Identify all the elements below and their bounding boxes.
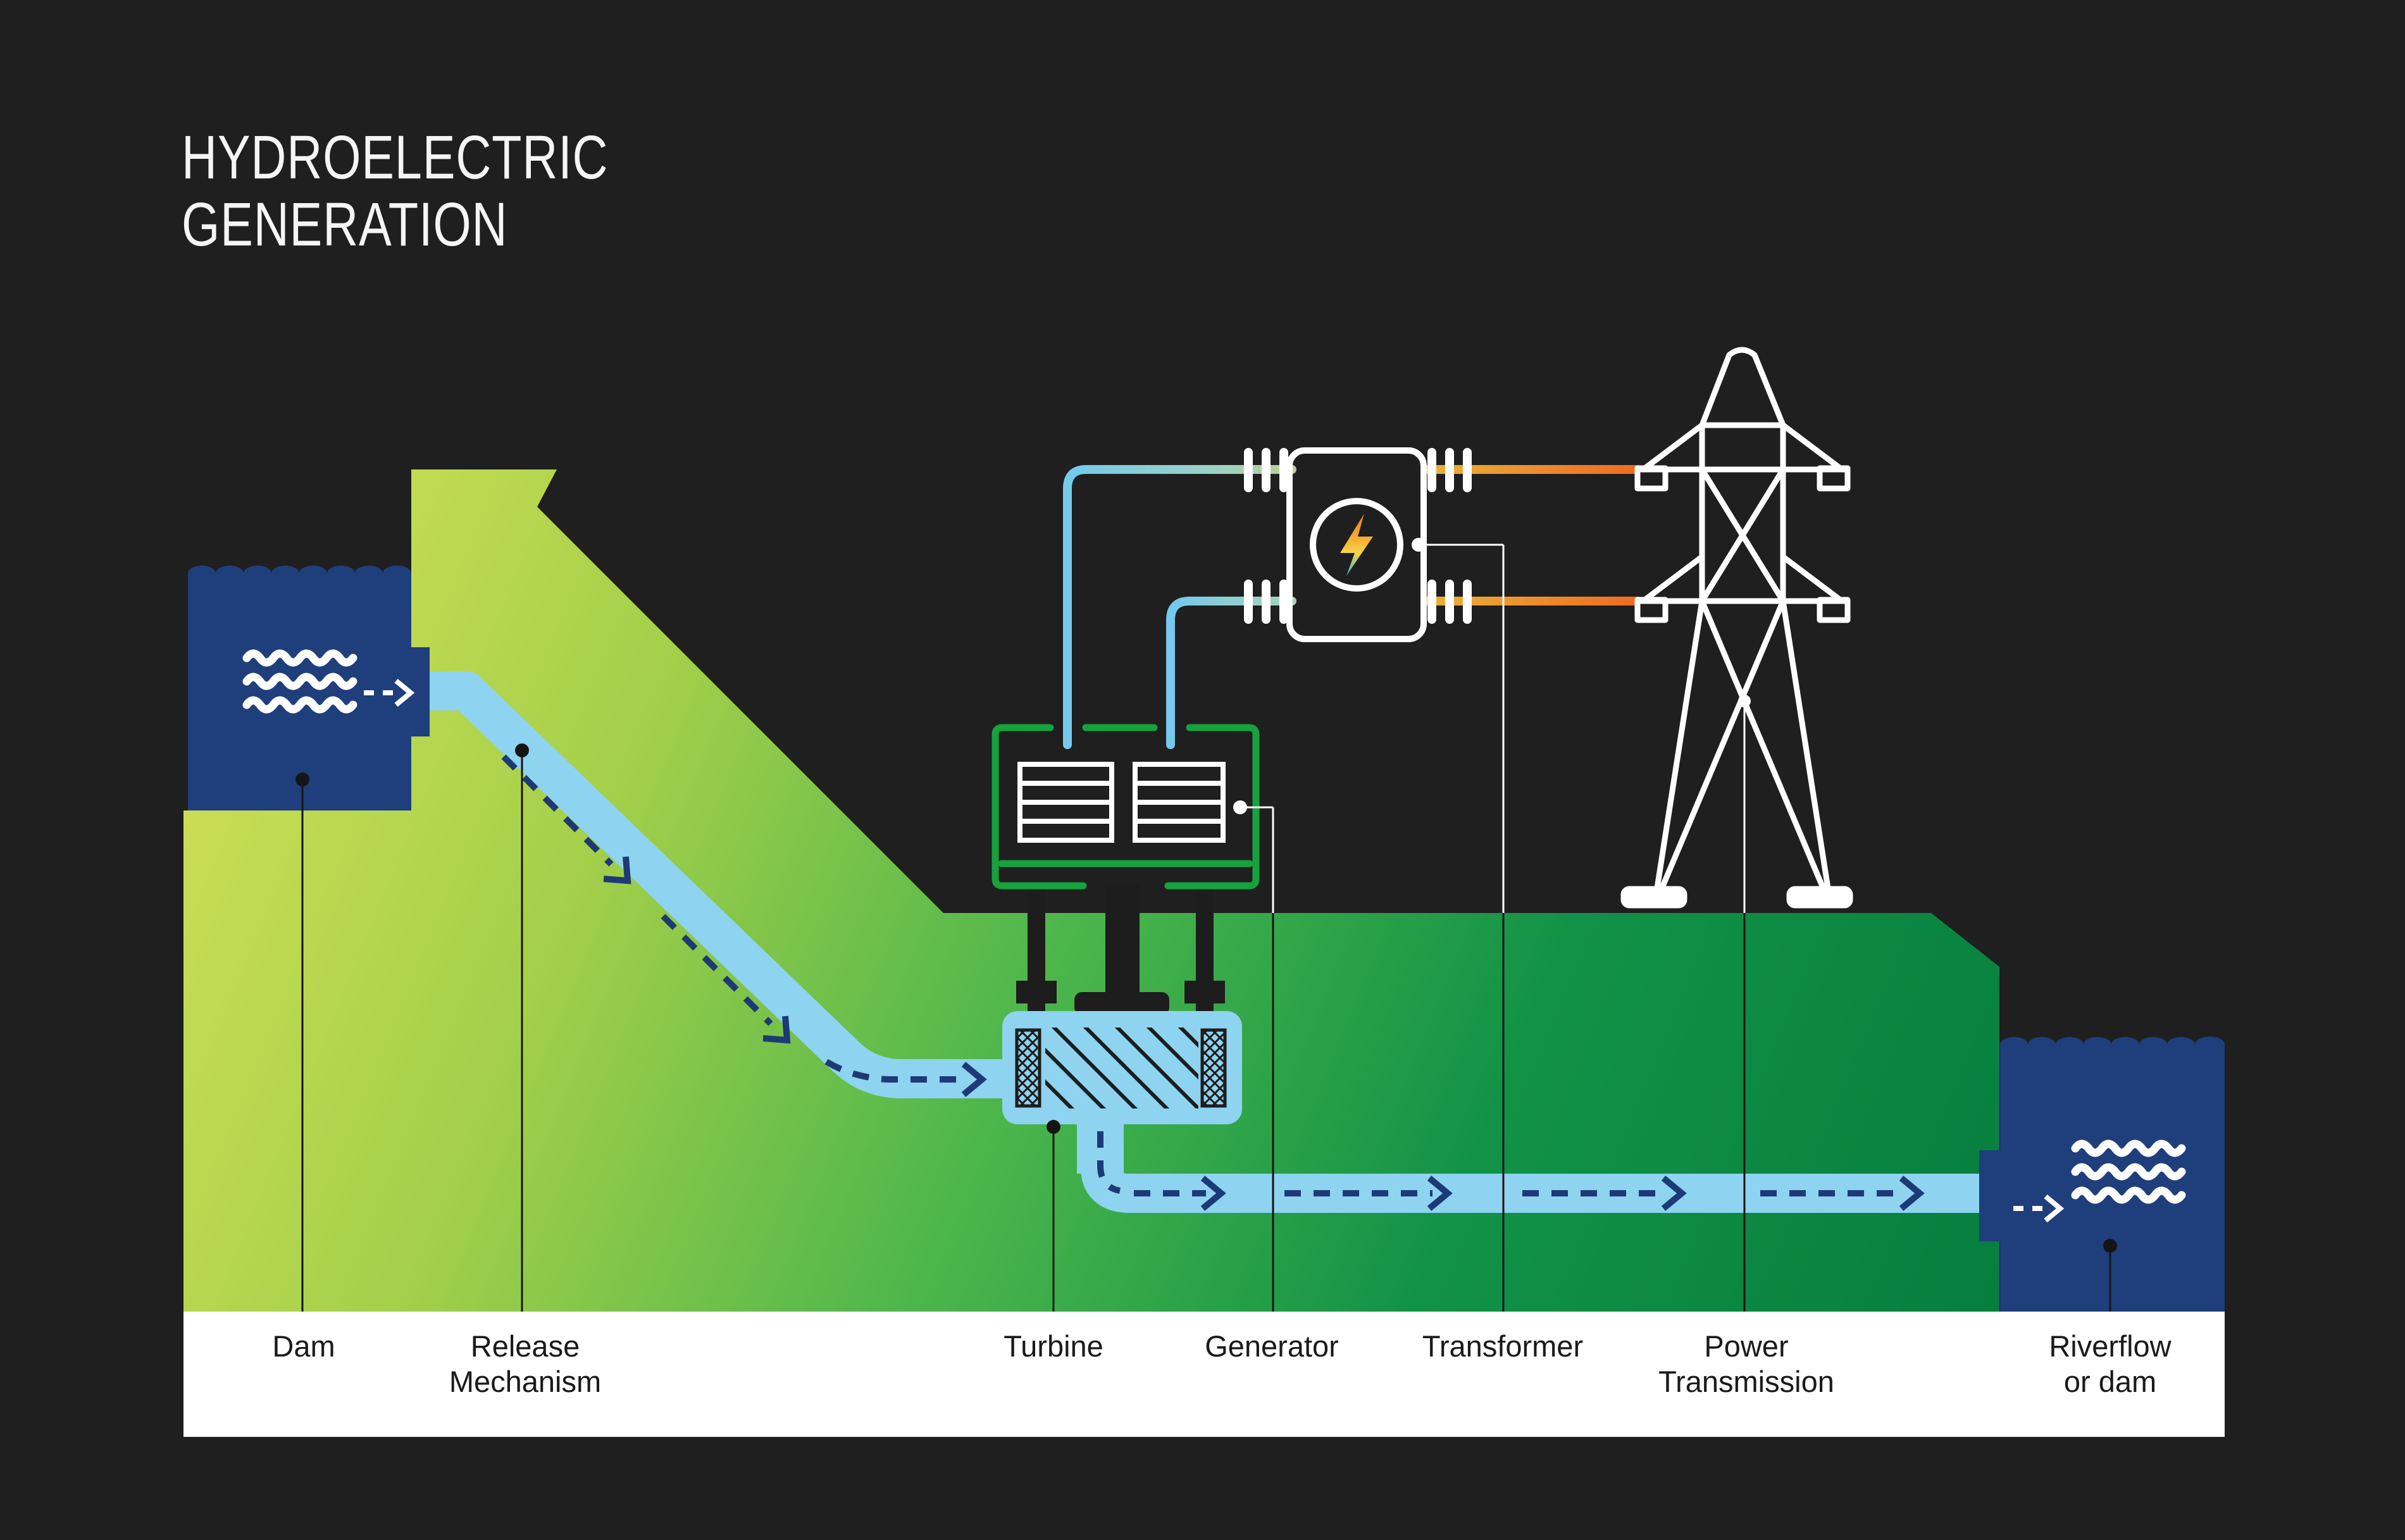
label-text: Generator <box>1205 1329 1339 1363</box>
dam-reservoir <box>188 565 430 810</box>
water-waves-icon <box>242 649 357 714</box>
label-text: Turbine <box>1004 1329 1103 1363</box>
label-text: Release <box>470 1329 580 1363</box>
flow-arrow-icon <box>364 678 415 707</box>
generator-wires <box>1063 465 1296 749</box>
terrain-hillside <box>183 469 1999 1312</box>
label-text: Riverflow <box>2049 1329 2172 1363</box>
water-flow-arrows <box>501 754 1925 1211</box>
label-text: Transmission <box>1658 1365 1834 1398</box>
label-text: Mechanism <box>449 1365 602 1398</box>
page-title: HYDROELECTRIC GENERATION <box>182 124 608 258</box>
label-generator: Generator <box>1126 1329 1417 1364</box>
transformer <box>1244 447 1472 642</box>
label-turbine: Turbine <box>908 1329 1199 1364</box>
flow-arrow-icon <box>2013 1194 2065 1223</box>
label-riverflow-or-dam: Riverflow or dam <box>1965 1329 2256 1400</box>
label-text: Transformer <box>1422 1329 1584 1363</box>
label-transformer: Transformer <box>1357 1329 1648 1364</box>
label-text: Dam <box>272 1329 335 1363</box>
leader-lines <box>295 538 2117 1312</box>
generator <box>991 724 1260 890</box>
insulator-bars-icon <box>1244 448 1472 624</box>
title-line-2: GENERATION <box>182 190 508 259</box>
transmission-tower-icon <box>1620 347 1853 909</box>
label-text: or dam <box>2063 1365 2157 1398</box>
lightning-bolt-icon <box>1340 514 1373 576</box>
transformer-output-wires <box>1424 465 1639 605</box>
label-strip <box>183 1312 2225 1437</box>
water-waves-icon <box>2071 1139 2186 1204</box>
riverflow-reservoir <box>1979 1036 2225 1312</box>
label-power-transmission: Power Transmission <box>1601 1329 1892 1400</box>
label-release-mechanism: Release Mechanism <box>380 1329 671 1400</box>
turbine-housing-icon <box>1002 1011 1242 1124</box>
title-line-1: HYDROELECTRIC <box>182 123 609 192</box>
label-text: Power <box>1704 1329 1789 1363</box>
label-dam: Dam <box>158 1329 449 1364</box>
coil-windings-icon <box>1017 762 1226 843</box>
turbine-shafts <box>1016 885 1225 1015</box>
